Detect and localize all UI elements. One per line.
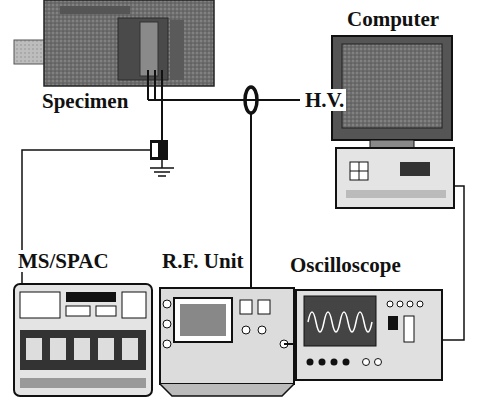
instrument-label: Computer: [345, 8, 441, 30]
instrument-label: Oscilloscope: [288, 254, 403, 276]
oscilloscope-instrument: [296, 290, 442, 380]
ms-spac-instrument: [14, 284, 152, 396]
specimen-chamber: [14, 0, 214, 86]
wire: [250, 113, 252, 300]
wire: [148, 70, 300, 140]
instrument-label: H.V.: [303, 89, 346, 111]
instrument-label: Specimen: [40, 90, 130, 112]
rf-unit-instrument: [160, 288, 294, 396]
ground-resistor: [150, 140, 174, 176]
computer-instrument: [332, 36, 454, 208]
wire: [442, 186, 464, 340]
current-probe: [245, 87, 257, 113]
instrument-label: R.F. Unit: [160, 250, 246, 272]
instrument-label: MS/SPAC: [16, 250, 111, 272]
